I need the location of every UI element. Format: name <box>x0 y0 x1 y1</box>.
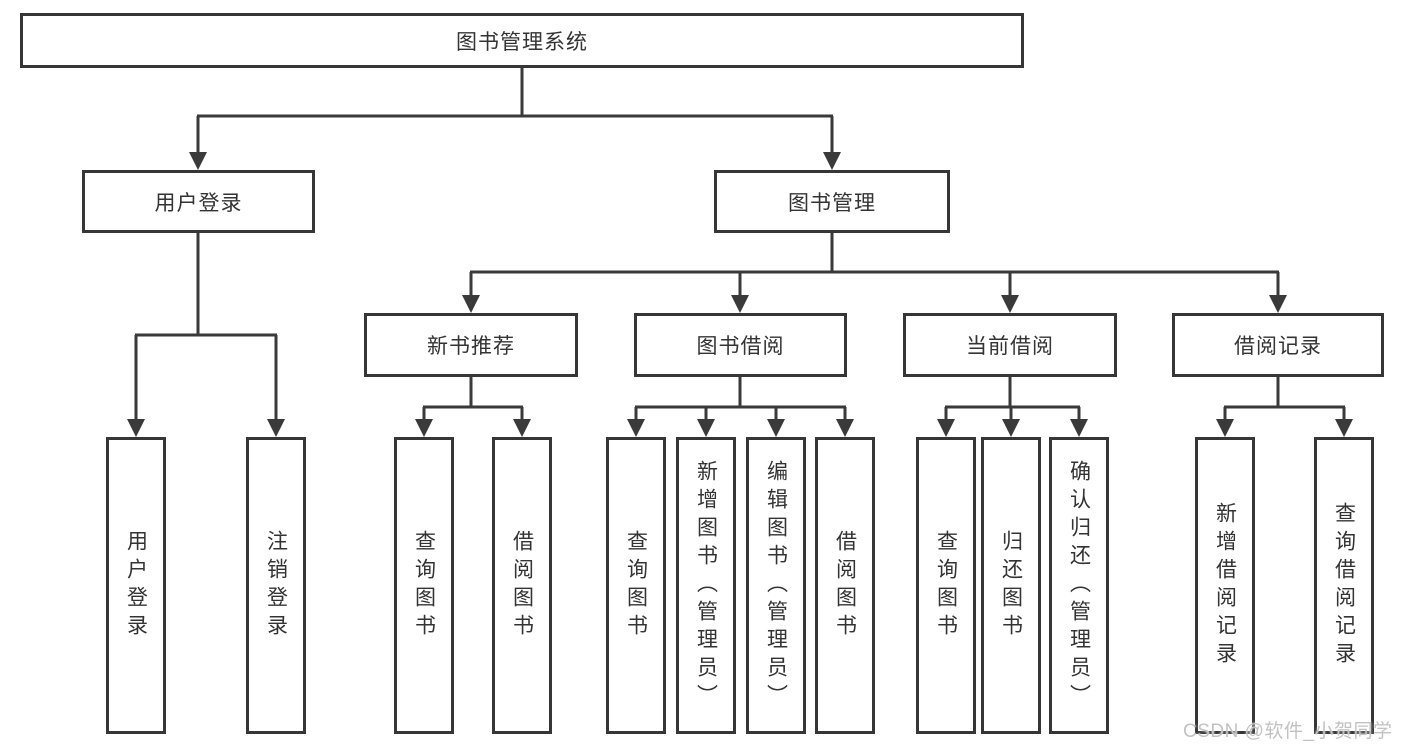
leaf-bb-query-books-label: 查询图书 <box>624 529 648 642</box>
arrowhead <box>823 152 841 170</box>
leaf-user-login-label: 用户登录 <box>124 529 148 642</box>
leaf-bb-add-book-admin: 新增图书（管理员） <box>676 437 736 734</box>
leaf-bb-borrow-books: 借阅图书 <box>815 437 875 734</box>
node-user-login: 用户登录 <box>82 170 315 233</box>
edge-user-login-to-leaves <box>134 233 278 420</box>
watermark: CSDN @软件_小贺同学 <box>1183 721 1393 742</box>
node-borrow-records-label: 借阅记录 <box>1234 335 1322 358</box>
edge-book-borrow-to-leaves <box>634 377 847 420</box>
arrowhead <box>513 419 531 437</box>
leaf-br-query-record-label: 查询借阅记录 <box>1332 501 1356 670</box>
arrowhead <box>767 419 785 437</box>
arrowhead <box>462 295 480 313</box>
arrowhead <box>697 419 715 437</box>
arrowhead <box>1001 295 1019 313</box>
leaf-nbr-borrow-books: 借阅图书 <box>492 437 552 734</box>
leaf-cb-return-books-label: 归还图书 <box>999 529 1023 642</box>
leaf-bb-query-books: 查询图书 <box>606 437 666 734</box>
leaf-cb-confirm-return-admin: 确认归还（管理员） <box>1049 437 1109 734</box>
arrowhead <box>1216 419 1234 437</box>
node-book-management-label: 图书管理 <box>788 191 876 215</box>
arrowhead <box>937 419 955 437</box>
edge-root-to-level2 <box>196 68 834 153</box>
arrowhead <box>415 419 433 437</box>
node-new-book-recommend-label: 新书推荐 <box>427 335 515 358</box>
arrowhead <box>627 419 645 437</box>
node-borrow-records: 借阅记录 <box>1172 313 1384 377</box>
arrowhead <box>267 419 285 437</box>
arrowhead <box>127 419 145 437</box>
node-book-borrow: 图书借阅 <box>634 313 847 377</box>
leaf-cb-query-books: 查询图书 <box>916 437 976 734</box>
leaf-logout-label: 注销登录 <box>264 529 288 642</box>
edge-cur-borrow-to-leaves <box>944 377 1081 420</box>
leaf-bb-borrow-books-label: 借阅图书 <box>833 529 857 642</box>
leaf-cb-query-books-label: 查询图书 <box>934 529 958 642</box>
arrowhead <box>189 152 207 170</box>
arrowhead <box>1070 419 1088 437</box>
leaf-br-query-record: 查询借阅记录 <box>1314 437 1374 734</box>
edge-records-to-leaves <box>1223 377 1346 420</box>
leaf-bb-add-book-admin-label: 新增图书（管理员） <box>694 459 718 712</box>
leaf-nbr-query-books: 查询图书 <box>394 437 454 734</box>
node-new-book-recommend: 新书推荐 <box>364 313 578 377</box>
leaf-user-login: 用户登录 <box>106 437 166 734</box>
arrowhead <box>836 419 854 437</box>
leaf-bb-edit-book-admin: 编辑图书（管理员） <box>746 437 806 734</box>
node-user-login-label: 用户登录 <box>154 191 243 215</box>
node-current-borrow-label: 当前借阅 <box>966 335 1054 358</box>
arrowhead <box>1269 295 1287 313</box>
leaf-br-add-record-label: 新增借阅记录 <box>1213 501 1237 670</box>
edge-book-mgmt-to-level3 <box>469 233 1280 295</box>
arrowhead <box>1002 419 1020 437</box>
node-root-label: 图书管理系统 <box>456 30 588 54</box>
node-book-borrow-label: 图书借阅 <box>696 335 785 358</box>
leaf-cb-confirm-return-admin-label: 确认归还（管理员） <box>1067 459 1091 712</box>
node-current-borrow: 当前借阅 <box>903 313 1117 377</box>
node-root: 图书管理系统 <box>20 13 1024 68</box>
leaf-nbr-borrow-books-label: 借阅图书 <box>510 529 534 642</box>
edge-new-book-to-leaves <box>422 377 524 420</box>
arrowhead <box>731 295 749 313</box>
leaf-logout: 注销登录 <box>246 437 306 734</box>
leaf-br-add-record: 新增借阅记录 <box>1195 437 1255 734</box>
leaf-cb-return-books: 归还图书 <box>981 437 1041 734</box>
leaf-bb-edit-book-admin-label: 编辑图书（管理员） <box>764 459 788 712</box>
leaf-nbr-query-books-label: 查询图书 <box>412 529 436 642</box>
node-book-management: 图书管理 <box>714 170 950 233</box>
arrowhead <box>1335 419 1353 437</box>
